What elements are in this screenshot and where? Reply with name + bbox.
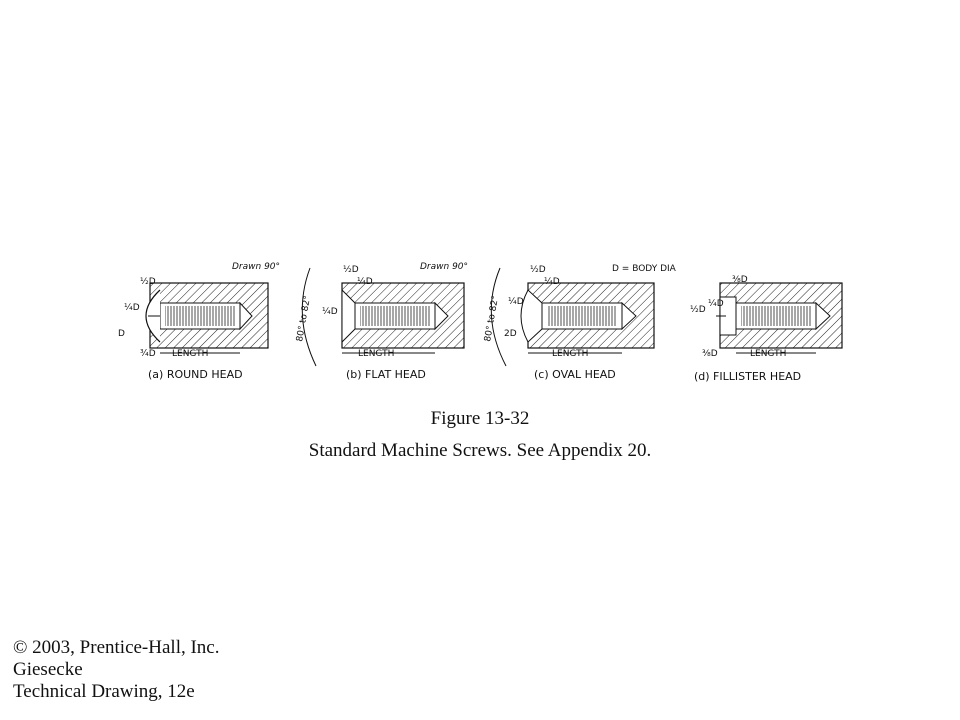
round-head-dim-three-quarter-d: ¾D xyxy=(140,349,156,359)
flat-head-length: LENGTH xyxy=(358,349,394,359)
round-head-length: LENGTH xyxy=(172,349,208,359)
flat-head-dim-quarter-d-2: ¼D xyxy=(322,307,338,317)
author-line: Giesecke xyxy=(13,659,83,680)
fillister-head-dim-half-d: ½D xyxy=(690,305,706,315)
fillister-head-dim-three-eighth-d: ⅜D xyxy=(732,275,748,285)
legend-note: D = BODY DIA xyxy=(612,264,677,274)
oval-head-angle-note: Drawn 90° xyxy=(420,262,468,272)
copyright-line: © 2003, Prentice-Hall, Inc. xyxy=(13,637,220,658)
flat-head-angle-note: Drawn 90° xyxy=(232,262,280,272)
oval-head-drill-point xyxy=(621,301,637,331)
fillister-head-length: LENGTH xyxy=(750,349,786,359)
fillister-head-label: (d) FILLISTER HEAD xyxy=(694,370,801,383)
round-head-dim-half-d: ½D xyxy=(140,277,156,287)
figure-caption: Standard Machine Screws. See Appendix 20… xyxy=(308,440,652,461)
fillister-head-dim-three-eighth-d-2: ⅜D xyxy=(702,349,718,359)
oval-head-length: LENGTH xyxy=(552,349,588,359)
flat-head-thread xyxy=(360,306,430,326)
round-head-dim-quarter-d: ¼D xyxy=(124,303,140,313)
oval-head-shape xyxy=(520,289,543,343)
fillister-head-drill-point xyxy=(815,301,831,331)
flat-head-label: (b) FLAT HEAD xyxy=(346,368,426,381)
flat-head-angle-range: 80° to 82° xyxy=(295,295,313,343)
figure-number: Figure 13-32 xyxy=(430,408,530,429)
screw-round-head: LENGTH ½D ¼D D ¾D (a) ROUND HEAD xyxy=(118,277,269,381)
fillister-head-thread xyxy=(741,306,811,326)
credits: © 2003, Prentice-Hall, Inc. Giesecke Tec… xyxy=(13,637,220,703)
fillister-head-dim-quarter-d: ¼D xyxy=(708,299,724,309)
flat-head-dim-half-d: ½D xyxy=(343,265,359,275)
round-head-thread xyxy=(165,306,235,326)
oval-head-dim-quarter-d-2: ¼D xyxy=(508,297,524,307)
oval-head-dim-two-d: 2D xyxy=(504,329,517,339)
round-head-label: (a) ROUND HEAD xyxy=(148,368,243,381)
screw-oval-head: Drawn 90° 80° to 82° ½D ¼D ¼D 2D LENGTH … xyxy=(420,262,677,381)
flat-head-angle-arc xyxy=(301,267,317,367)
oval-head-dim-half-d: ½D xyxy=(530,265,546,275)
machine-screw-figure: LENGTH ½D ¼D D ¾D (a) ROUND HEAD Drawn 9… xyxy=(110,250,850,390)
round-head-drill-point xyxy=(239,301,253,331)
round-head-dim-d: D xyxy=(118,329,125,339)
oval-head-angle-range: 80° to 82° xyxy=(483,295,501,343)
oval-head-angle-arc xyxy=(490,267,507,367)
screw-flat-head: Drawn 90° 80° to 82° ½D ¼D ¼D LENGTH (b)… xyxy=(232,262,465,381)
flat-head-dim-quarter-d: ¼D xyxy=(357,277,373,287)
oval-head-label: (c) OVAL HEAD xyxy=(534,368,616,381)
screw-fillister-head: ⅜D ½D ¼D ⅜D LENGTH (d) FILLISTER HEAD xyxy=(690,275,843,383)
book-line: Technical Drawing, 12e xyxy=(13,681,195,702)
flat-head-drill-point xyxy=(434,301,449,331)
oval-head-thread xyxy=(547,306,617,326)
oval-head-dim-quarter-d: ¼D xyxy=(544,277,560,287)
